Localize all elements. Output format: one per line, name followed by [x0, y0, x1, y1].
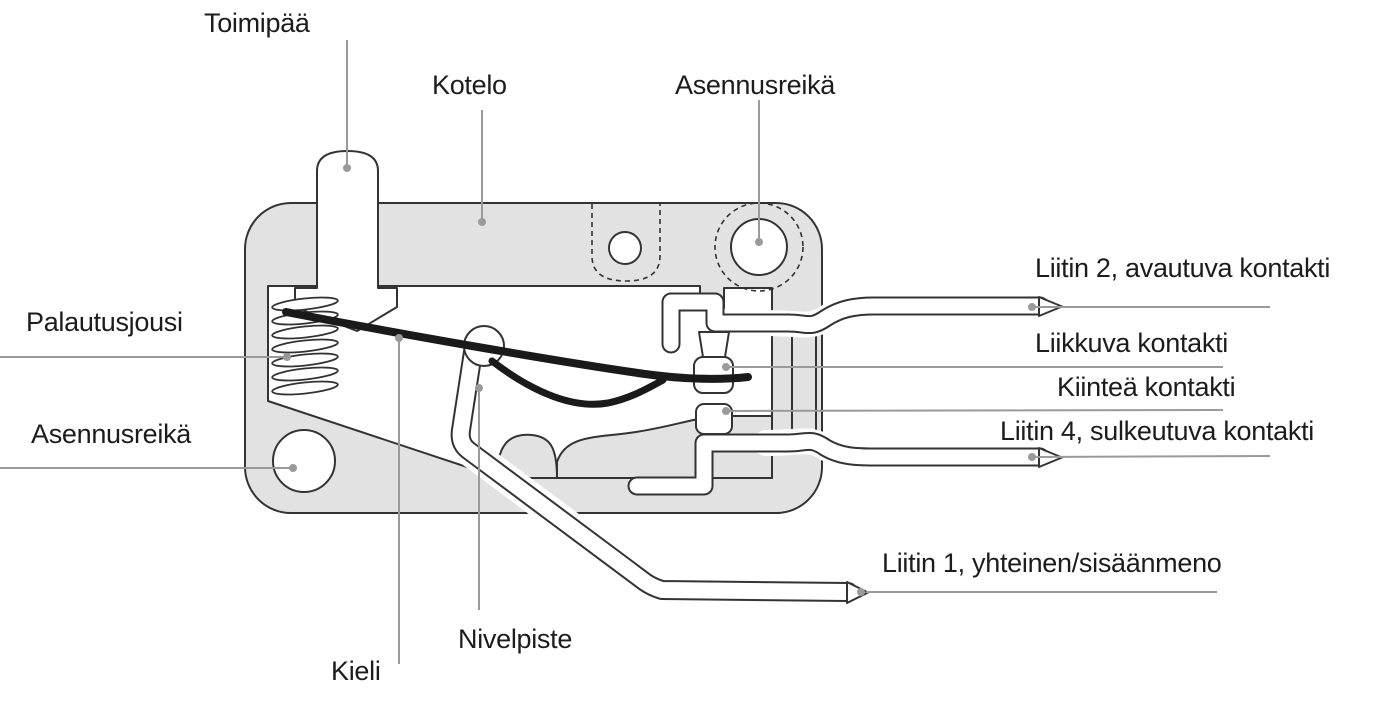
label-liitin1: Liitin 1, yhteinen/sisäänmeno [882, 548, 1222, 578]
leader-liitin4 [1031, 455, 1271, 458]
plunger [294, 150, 398, 332]
label-liikkuva-kontakti: Liikkuva kontakti [1035, 328, 1228, 358]
spring-blade [282, 308, 752, 408]
label-liitin4: Liitin 4, sulkeutuva kontakti [1000, 416, 1314, 446]
label-asennusreika-left: Asennusreikä [31, 419, 191, 449]
housing-pillar [791, 331, 817, 433]
leader-kiintea [725, 409, 1224, 412]
label-kieli: Kieli [331, 656, 381, 686]
contact-holder [698, 331, 730, 358]
label-asennusreika-top: Asennusreikä [675, 70, 835, 100]
label-kotelo: Kotelo [432, 70, 507, 100]
housing-small-hole [591, 204, 661, 282]
label-palautusjousi: Palautusjousi [26, 307, 183, 337]
label-liitin2: Liitin 2, avautuva kontakti [1035, 253, 1331, 283]
terminal-1-common [445, 337, 869, 607]
label-kiintea-kontakti: Kiinteä kontakti [1057, 372, 1236, 402]
label-nivelpiste: Nivelpiste [458, 624, 573, 654]
terminal-2-nc [661, 292, 1063, 354]
mounting-hole-bottom-left [272, 429, 336, 493]
leader-lines [0, 40, 1271, 664]
terminal-4-no [627, 428, 1063, 496]
return-spring [271, 296, 339, 396]
label-toimipaa: Toimipää [204, 8, 310, 38]
